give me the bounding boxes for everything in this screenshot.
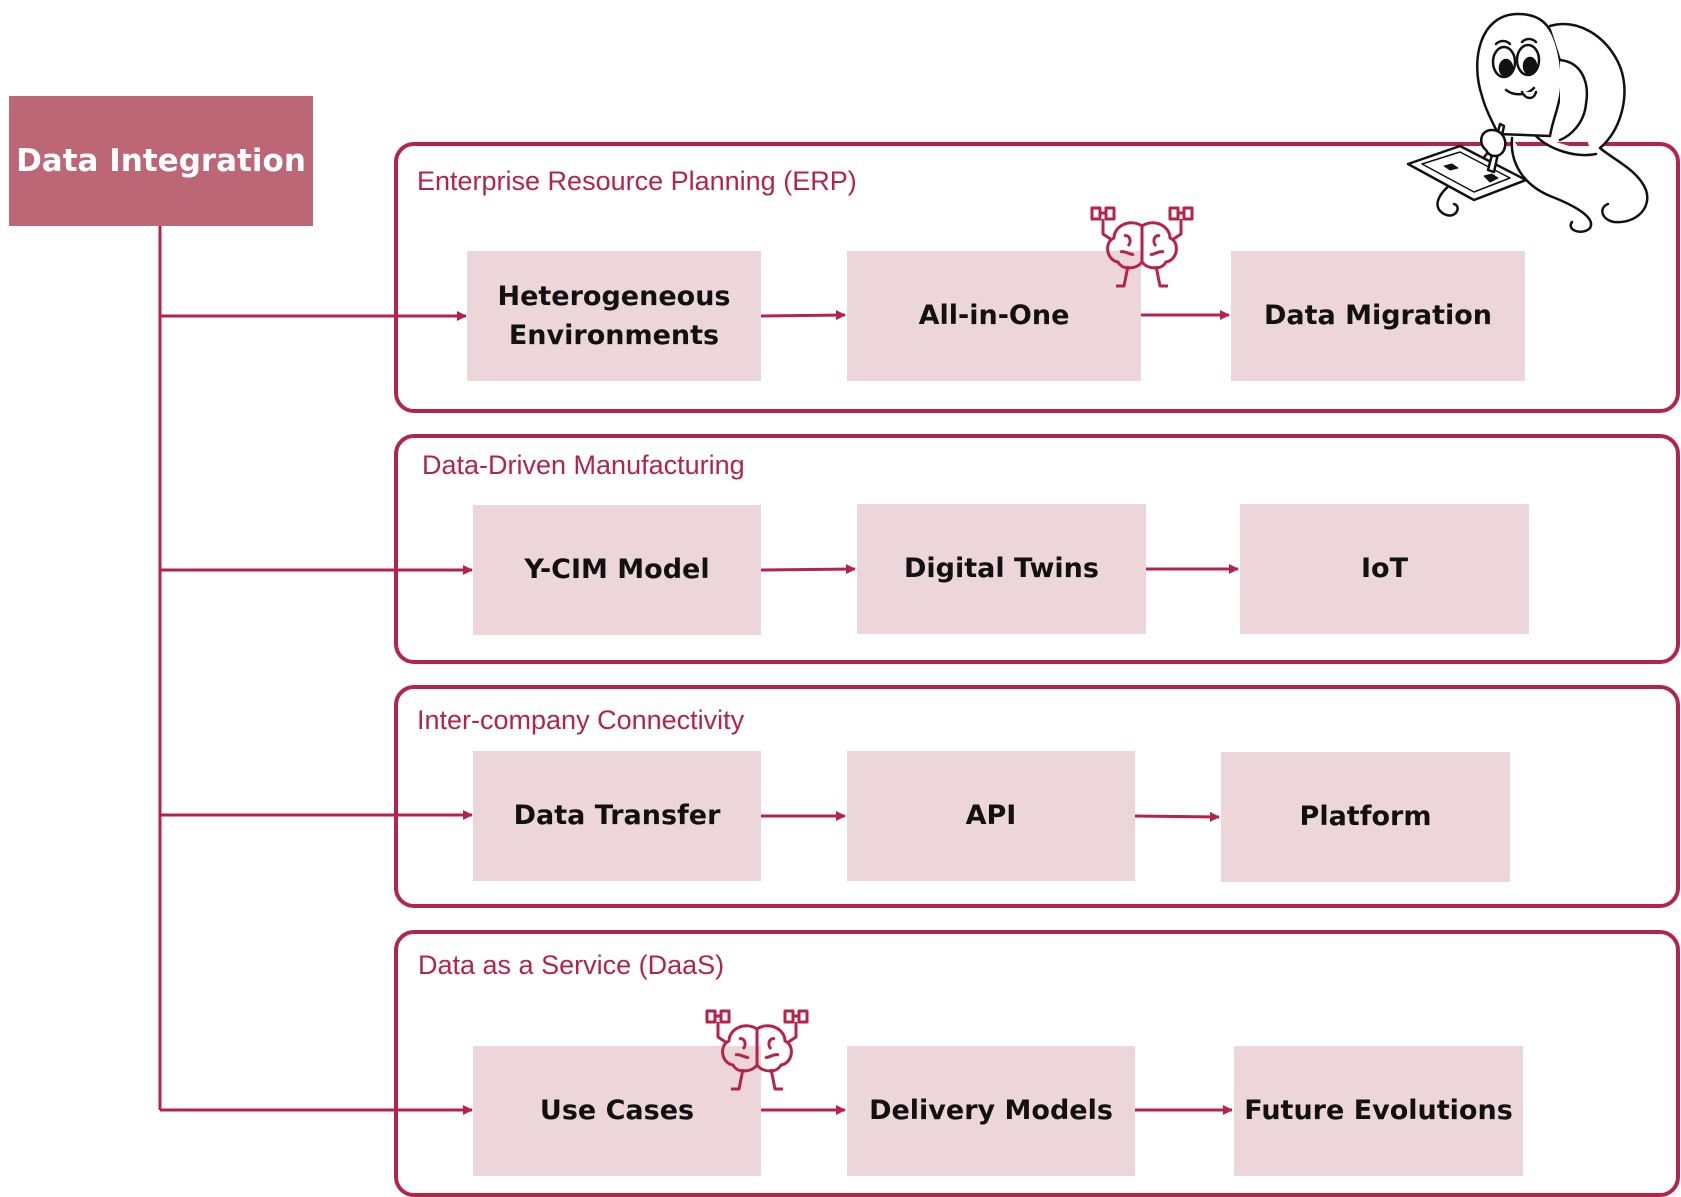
step-all-in-one: All-in-One — [847, 251, 1141, 381]
step-api: API — [847, 751, 1135, 881]
octopus-mascot-icon — [1406, 12, 1649, 233]
brain-robot-icon — [1090, 206, 1194, 288]
group-title-erp: Enterprise Resource Planning (ERP) — [417, 166, 857, 196]
step-data-migration: Data Migration — [1231, 251, 1525, 381]
step-y-cim-model: Y-CIM Model — [473, 505, 761, 635]
group-title-daas: Data as a Service (DaaS) — [418, 950, 725, 980]
group-title-connectivity: Inter-company Connectivity — [417, 705, 745, 735]
group-panel-connectivity — [394, 685, 1680, 908]
group-panel-erp — [394, 142, 1680, 413]
step-future-evolutions: Future Evolutions — [1234, 1046, 1523, 1176]
flow-arrow — [760, 310, 846, 321]
root-node: Data Integration — [9, 96, 313, 226]
step-heterogeneous-environments: Heterogeneous Environments — [467, 251, 761, 381]
step-use-cases: Use Cases — [473, 1046, 761, 1176]
group-panel-manufacturing — [394, 434, 1680, 664]
group-panel-daas — [394, 930, 1680, 1197]
group-title-manufacturing: Data-Driven Manufacturing — [422, 450, 745, 480]
step-digital-twins: Digital Twins — [857, 504, 1146, 634]
step-iot: IoT — [1240, 504, 1529, 634]
brain-robot-icon — [705, 1009, 809, 1091]
flow-arrow — [1134, 811, 1220, 822]
flow-arrow — [760, 564, 856, 575]
step-data-transfer: Data Transfer — [473, 751, 761, 881]
root-node-label: Data Integration — [16, 143, 306, 179]
step-delivery-models: Delivery Models — [847, 1046, 1135, 1176]
step-platform: Platform — [1221, 752, 1510, 882]
